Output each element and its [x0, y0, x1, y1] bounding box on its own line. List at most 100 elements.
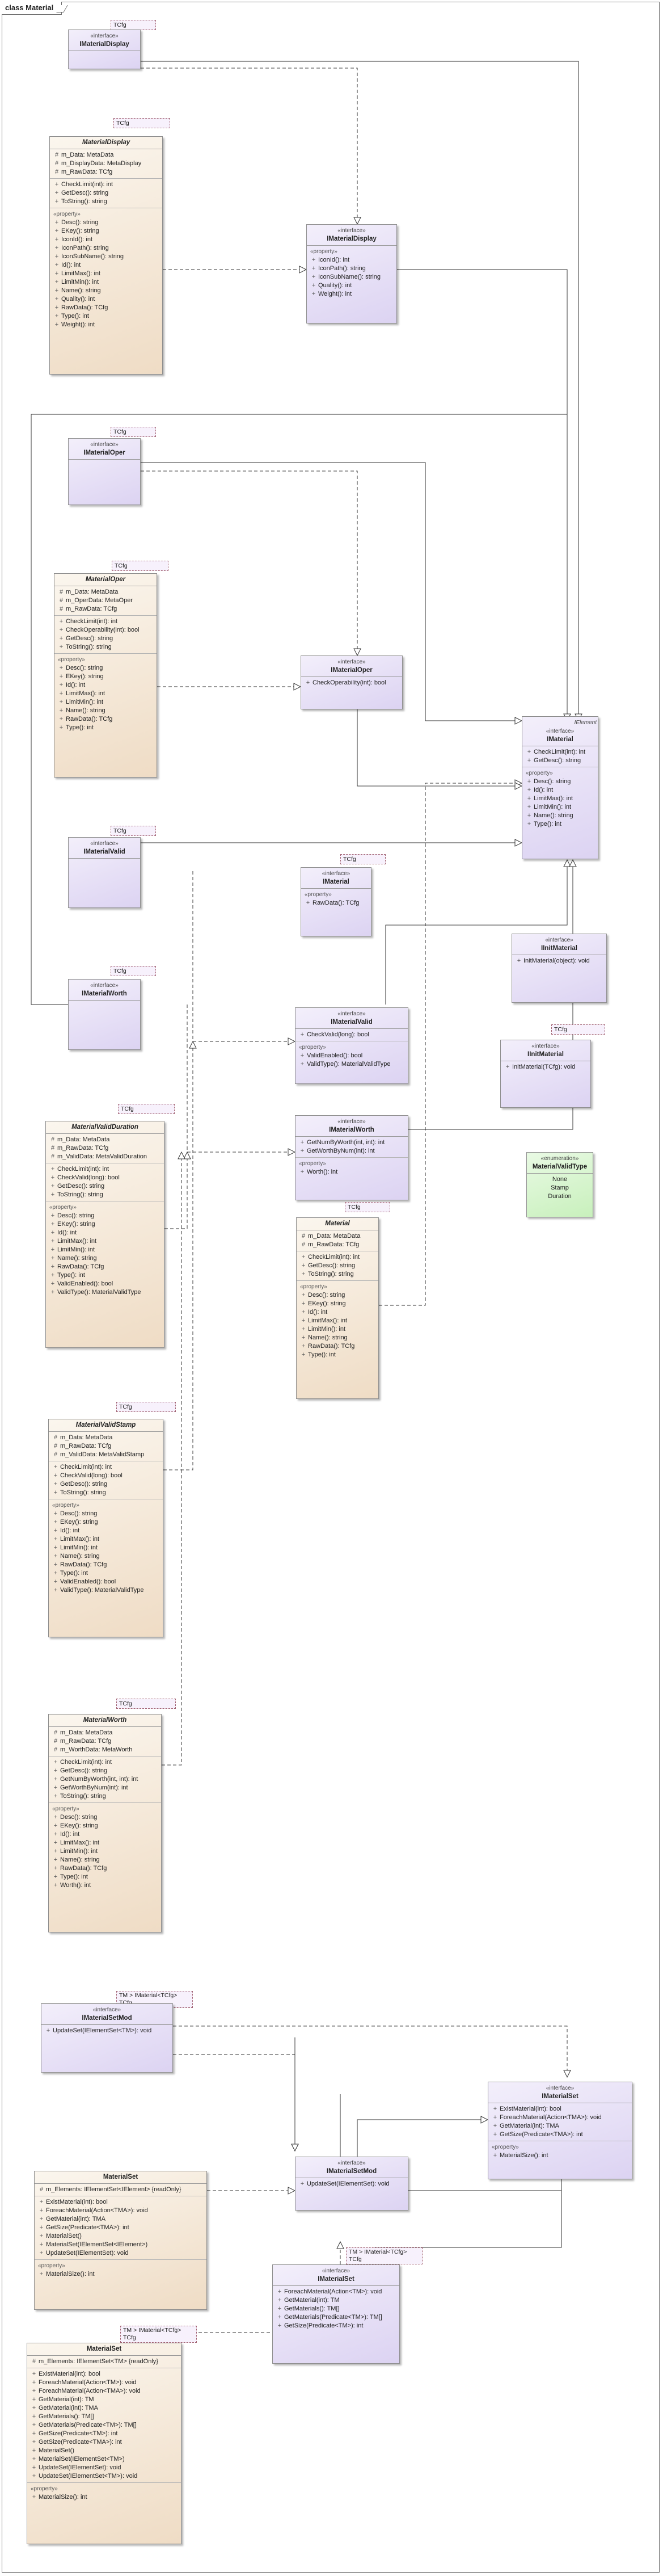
- member-signature: Name(): string: [57, 1255, 97, 1262]
- interface-imaterial-generic[interactable]: «interface»IMaterial «property»+RawData(…: [301, 867, 371, 936]
- member-row: #m_Data: MetaData: [52, 151, 160, 159]
- template-param: TCfg: [111, 826, 156, 836]
- interface-imaterialset-tma[interactable]: «interface»IMaterialSet +ExistMaterial(i…: [488, 2082, 632, 2179]
- member-row: +GetDesc(): string: [51, 1767, 159, 1775]
- props: «property»+MaterialSize(): int: [27, 2483, 181, 2503]
- member-signature: GetSize(Predicate<TMA>): int: [500, 2131, 583, 2138]
- member-row: +CheckOperability(int): bool: [57, 626, 154, 634]
- visibility-symbol: +: [301, 1317, 306, 1324]
- member-signature: LimitMin(): int: [534, 804, 572, 810]
- attrs: #m_Data: MetaData#m_RawData: TCfg#m_Wort…: [49, 1727, 161, 1756]
- member-signature: Type(): int: [66, 724, 94, 731]
- visibility-symbol: +: [493, 2123, 497, 2129]
- edge-oper-realize: [141, 470, 357, 655]
- interface-imaterialoper-generic[interactable]: «interface»IMaterialOper: [68, 438, 141, 505]
- visibility-symbol: +: [53, 1814, 58, 1821]
- member-row: +GetDesc(): string: [525, 757, 596, 765]
- member-row: +Name(): string: [48, 1254, 162, 1263]
- interface-iinitmaterial-generic[interactable]: «interface»IInitMaterial +InitMaterial(T…: [500, 1040, 591, 1108]
- visibility-symbol: +: [277, 2297, 282, 2304]
- member-signature: LimitMin(): int: [57, 1246, 95, 1253]
- member-row: +Name(): string: [51, 1856, 159, 1864]
- interface-imaterialvalid-generic[interactable]: «interface»IMaterialValid: [68, 837, 141, 908]
- visibility-symbol: +: [59, 707, 64, 714]
- member-signature: GetSize(Predicate<TM>): int: [39, 2430, 118, 2437]
- member-signature: IconPath(): string: [318, 265, 366, 272]
- interface-imaterialoper[interactable]: «interface»IMaterialOper +CheckOperabili…: [301, 655, 403, 709]
- visibility-symbol: +: [301, 1309, 306, 1316]
- edge-worth-to-element: [31, 414, 567, 1005]
- class-materialset[interactable]: MaterialSet #m_Elements: IElementSet<IEl…: [34, 2171, 207, 2310]
- interface-imaterial[interactable]: IElement «interface» IMaterial +CheckLim…: [522, 716, 598, 859]
- template-param: TCfg: [111, 427, 156, 437]
- member-signature: MaterialSet(IElementSet<IElement>): [46, 2241, 148, 2248]
- member-row: +GetMaterials(): TM[]: [29, 2413, 179, 2421]
- class-materialdisplay[interactable]: MaterialDisplay #m_Data: MetaData#m_Disp…: [49, 136, 163, 375]
- member-signature: Type(): int: [308, 1351, 336, 1358]
- class-materialvalidstamp[interactable]: MaterialValidStamp #m_Data: MetaData#m_R…: [48, 1419, 163, 1637]
- member-signature: Id(): int: [61, 262, 81, 268]
- member-signature: MaterialSize(): int: [39, 2494, 87, 2501]
- ops: +CheckLimit(int): int+GetDesc(): string+…: [50, 179, 162, 208]
- member-row: +ValidEnabled(): bool: [51, 1578, 161, 1586]
- member-row: +Name(): string: [57, 707, 154, 715]
- visibility-symbol: #: [59, 597, 64, 604]
- visibility-symbol: +: [59, 690, 64, 697]
- member-row: +LimitMin(): int: [525, 803, 596, 812]
- interface-imaterialsetmod[interactable]: «interface»IMaterialSetMod +UpdateSet(IE…: [295, 2157, 408, 2211]
- member-row: +Desc(): string: [51, 1510, 161, 1518]
- member-row: #m_Elements: IElementSet<IElement> {read…: [37, 2186, 204, 2194]
- visibility-symbol: +: [53, 1561, 58, 1568]
- member-signature: Id(): int: [534, 787, 554, 793]
- member-row: +GetMaterial(int): TM: [29, 2396, 179, 2404]
- member-row: +UpdateSet(IElementSet<TM>): void: [44, 2027, 170, 2035]
- member-row: +ToString(): string: [57, 643, 154, 652]
- interface-imaterialworth[interactable]: «interface»IMaterialWorth +GetNumByWorth…: [295, 1115, 408, 1200]
- visibility-symbol: #: [301, 1241, 306, 1248]
- class-material[interactable]: Material #m_Data: MetaData#m_RawData: TC…: [296, 1217, 379, 1399]
- visibility-symbol: +: [32, 2388, 36, 2394]
- member-signature: Desc(): string: [60, 1510, 98, 1517]
- interface-imaterialsetmod-generic[interactable]: «interface»IMaterialSetMod +UpdateSet(IE…: [41, 2003, 173, 2073]
- interface-imaterialdisplay[interactable]: «interface»IMaterialDisplay «property»+I…: [306, 224, 397, 323]
- member-row: +ToString(): string: [51, 1489, 161, 1497]
- member-row: +Name(): string: [299, 1334, 376, 1342]
- visibility-symbol: +: [311, 291, 316, 297]
- visibility-symbol: #: [54, 169, 59, 175]
- member-signature: ToString(): string: [57, 1191, 103, 1198]
- member-signature: m_Data: MetaData: [57, 1136, 110, 1143]
- edge-display-realize: [141, 68, 357, 224]
- member-signature: m_RawData: TCfg: [57, 1145, 109, 1152]
- interface-imaterialvalid[interactable]: «interface»IMaterialValid +CheckValid(lo…: [295, 1007, 408, 1084]
- edge-worth-realize: [187, 1005, 295, 1152]
- ops: +CheckOperability(int): bool: [301, 677, 402, 689]
- member-row: +ExistMaterial(int): bool: [491, 2105, 630, 2113]
- visibility-symbol: +: [32, 2422, 36, 2428]
- visibility-symbol: +: [50, 1191, 55, 1198]
- visibility-symbol: +: [53, 1489, 58, 1496]
- interface-iinitmaterial[interactable]: «interface»IInitMaterial +InitMaterial(o…: [512, 934, 607, 1003]
- member-row: +Type(): int: [52, 312, 160, 321]
- class-materialset-generic[interactable]: MaterialSet #m_Elements: IElementSet<TM>…: [27, 2343, 181, 2544]
- member-row: +ValidType(): MaterialValidType: [48, 1288, 162, 1297]
- member-signature: LimitMax(): int: [66, 690, 105, 697]
- interface-imaterialset-generic[interactable]: «interface»IMaterialSet +ForeachMaterial…: [272, 2264, 400, 2364]
- class-materialvalidduration[interactable]: MaterialValidDuration #m_Data: MetaData#…: [45, 1121, 164, 1348]
- member-signature: GetDesc(): string: [308, 1262, 356, 1269]
- member-row: +ExistMaterial(int): bool: [37, 2198, 204, 2207]
- member-signature: UpdateSet(IElementSet<TM>): void: [53, 2027, 152, 2034]
- class-materialoper[interactable]: MaterialOper #m_Data: MetaData#m_OperDat…: [54, 573, 157, 778]
- member-signature: RawData(): TCfg: [308, 1343, 355, 1350]
- member-signature: m_Data: MetaData: [60, 1729, 113, 1736]
- visibility-symbol: #: [50, 1145, 55, 1152]
- interface-imaterialdisplay-generic[interactable]: «interface»IMaterialDisplay: [68, 30, 141, 69]
- ops: +InitMaterial(TCfg): void: [501, 1061, 590, 1073]
- interface-imaterialworth-generic[interactable]: «interface»IMaterialWorth: [68, 979, 141, 1050]
- member-row: +GetMaterials(): TM[]: [275, 2305, 397, 2313]
- class-materialworth[interactable]: MaterialWorth #m_Data: MetaData#m_RawDat…: [48, 1714, 162, 1932]
- visibility-symbol: +: [505, 1064, 510, 1070]
- member-signature: ForeachMaterial(Action<TMA>): void: [46, 2207, 148, 2214]
- member-row: +GetMaterial(int): TMA: [29, 2404, 179, 2413]
- member-row: +RawData(): TCfg: [57, 715, 154, 724]
